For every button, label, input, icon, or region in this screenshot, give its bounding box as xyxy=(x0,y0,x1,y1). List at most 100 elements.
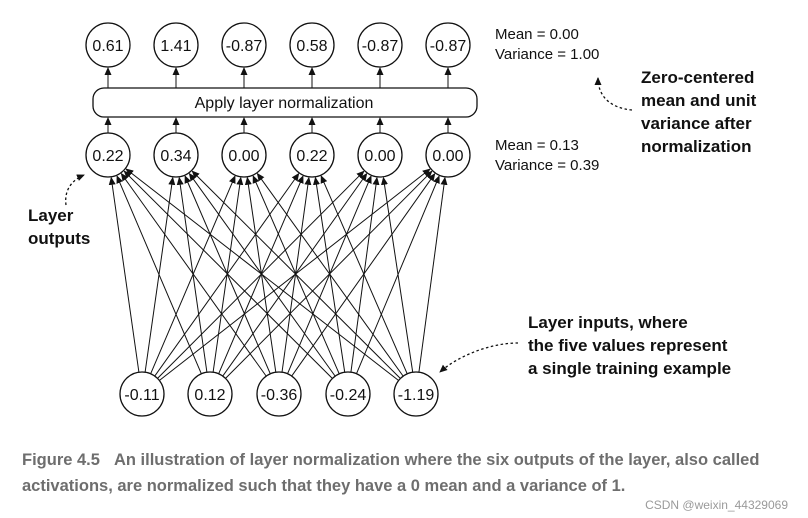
connection-input-1-to-output-1 xyxy=(108,176,140,373)
connection-input-2-to-output-1 xyxy=(116,175,202,374)
layer-output-node-4: 0.22 xyxy=(289,132,335,178)
zero-centered-annotation: Zero-centered mean and unit variance aft… xyxy=(594,68,757,156)
connection-input-5-to-output-4 xyxy=(320,175,408,375)
layer-outputs-pointer-arrow xyxy=(65,174,85,206)
layer-input-node-4-value: -0.24 xyxy=(330,387,367,404)
normalization-arrows xyxy=(104,67,452,133)
layer-output-node-5-value: 0.00 xyxy=(364,148,395,165)
normalized-output-node-2-circle xyxy=(153,22,199,68)
normalized-output-node-6-circle xyxy=(425,22,471,68)
layer-input-node-3: -0.36 xyxy=(256,371,302,417)
connection-input-3-to-output-5 xyxy=(287,175,372,374)
layer-inputs-line-3: a single training example xyxy=(528,359,731,378)
layer-normalization-box xyxy=(92,87,478,118)
connection-input-3-to-output-3 xyxy=(244,176,277,373)
layer-output-node-6-circle xyxy=(425,132,471,178)
layer-output-node-5: 0.00 xyxy=(357,132,403,178)
watermark: CSDN @weixin_44329069 xyxy=(645,498,788,512)
layer-output-node-1-circle xyxy=(85,132,131,178)
layer-output-node-2-circle xyxy=(153,132,199,178)
zero-centered-line-1: Zero-centered xyxy=(641,68,754,87)
layer-inputs-line-1: Layer inputs, where xyxy=(528,313,688,332)
layer-output-node-2: 0.34 xyxy=(153,132,199,178)
connection-input-2-to-output-2 xyxy=(176,176,208,373)
normalized-output-node-1-circle xyxy=(85,22,131,68)
input-to-output-connections xyxy=(108,168,448,381)
layer-outputs-line-1: Layer xyxy=(28,206,74,225)
connection-input-5-to-output-5 xyxy=(381,176,414,373)
layer-output-node-4-value: 0.22 xyxy=(296,148,327,165)
layer-output-node-4-circle xyxy=(289,132,335,178)
layer-input-node-2-value: 0.12 xyxy=(194,387,225,404)
layer-input-node-4: -0.24 xyxy=(325,371,371,417)
layer-input-node-5-circle xyxy=(393,371,439,417)
connection-input-3-to-output-4 xyxy=(281,176,312,373)
layer-output-node-1: 0.22 xyxy=(85,132,131,178)
connection-input-4-to-output-1 xyxy=(123,170,333,379)
stats-before-variance: Variance = 0.39 xyxy=(495,157,599,174)
connection-input-5-to-output-1 xyxy=(125,168,399,381)
normalized-output-node-4-value: 0.58 xyxy=(296,38,327,55)
connection-input-3-to-output-1 xyxy=(120,172,267,377)
layer-inputs-annotation: Layer inputs, where the five values repr… xyxy=(439,313,731,378)
connection-input-2-to-output-5 xyxy=(222,172,368,377)
layer-input-node-3-value: -0.36 xyxy=(261,387,298,404)
layer-input-node-5-value: -1.19 xyxy=(398,387,435,404)
layer-output-node-3: 0.00 xyxy=(221,132,267,178)
normalized-output-node-2-value: 1.41 xyxy=(160,38,191,55)
normalized-output-node-1-value: 0.61 xyxy=(92,38,123,55)
layer-output-node-6: 0.00 xyxy=(425,132,471,178)
layer-input-node-1: -0.11 xyxy=(119,371,165,417)
layer-inputs-line-2: the five values represent xyxy=(528,336,728,355)
normalized-output-node-5: -0.87 xyxy=(357,22,403,68)
connection-input-2-to-output-4 xyxy=(218,175,304,374)
layer-outputs-annotation: Layer outputs xyxy=(28,174,90,248)
normalized-output-nodes: 0.61 1.41 -0.87 0.58 -0.87 -0.87 xyxy=(85,22,471,68)
layer-output-nodes: 0.22 0.34 0.00 0.22 0.00 0.00 xyxy=(85,132,471,178)
normalized-output-node-3-value: -0.87 xyxy=(226,38,263,55)
figure-caption-label: Figure 4.5 xyxy=(22,451,100,469)
layer-input-node-4-circle xyxy=(325,371,371,417)
connection-input-5-to-output-2 xyxy=(191,170,401,379)
layer-output-node-2-value: 0.34 xyxy=(160,148,191,165)
connection-input-2-to-output-6 xyxy=(225,170,433,379)
normalized-output-node-6-value: -0.87 xyxy=(430,38,467,55)
zero-centered-line-3: variance after xyxy=(641,114,752,133)
layer-input-nodes: -0.11 0.12 -0.36 -0.24 -1.19 xyxy=(119,371,439,417)
normalized-output-node-5-value: -0.87 xyxy=(362,38,399,55)
layer-input-node-2-circle xyxy=(187,371,233,417)
normalized-output-node-3-circle xyxy=(221,22,267,68)
normalized-output-node-6: -0.87 xyxy=(425,22,471,68)
stats-before-mean: Mean = 0.13 xyxy=(495,137,579,154)
layer-output-node-5-circle xyxy=(357,132,403,178)
zero-centered-pointer-arrow xyxy=(594,77,633,111)
normalized-output-node-3: -0.87 xyxy=(221,22,267,68)
connection-input-5-to-output-6 xyxy=(418,176,448,373)
zero-centered-line-4: normalization xyxy=(641,137,752,156)
layer-normalization-label: Apply layer normalization xyxy=(195,95,374,112)
normalized-output-node-4-circle xyxy=(289,22,335,68)
layer-output-node-1-value: 0.22 xyxy=(92,148,123,165)
figure-caption-text: An illustration of layer normalization w… xyxy=(22,451,760,495)
layer-input-node-5: -1.19 xyxy=(393,371,439,417)
layer-input-node-2: 0.12 xyxy=(187,371,233,417)
connection-input-5-to-output-3 xyxy=(256,172,404,377)
connection-input-2-to-output-3 xyxy=(212,176,244,373)
normalized-output-node-1: 0.61 xyxy=(85,22,131,68)
connection-input-3-to-output-6 xyxy=(291,172,436,377)
layer-input-node-1-value: -0.11 xyxy=(124,387,159,404)
layer-inputs-pointer-arrow xyxy=(439,342,519,373)
layer-outputs-line-2: outputs xyxy=(28,229,90,248)
layer-output-node-3-value: 0.00 xyxy=(228,148,259,165)
layer-input-node-3-circle xyxy=(256,371,302,417)
layer-input-node-1-circle xyxy=(119,371,165,417)
zero-centered-line-2: mean and unit xyxy=(641,91,757,110)
normalized-output-node-5-circle xyxy=(357,22,403,68)
layer-output-node-3-circle xyxy=(221,132,267,178)
stats-after-mean: Mean = 0.00 xyxy=(495,26,579,43)
stats-after-variance: Variance = 1.00 xyxy=(495,46,599,63)
normalized-output-node-4: 0.58 xyxy=(289,22,335,68)
normalized-output-node-2: 1.41 xyxy=(153,22,199,68)
